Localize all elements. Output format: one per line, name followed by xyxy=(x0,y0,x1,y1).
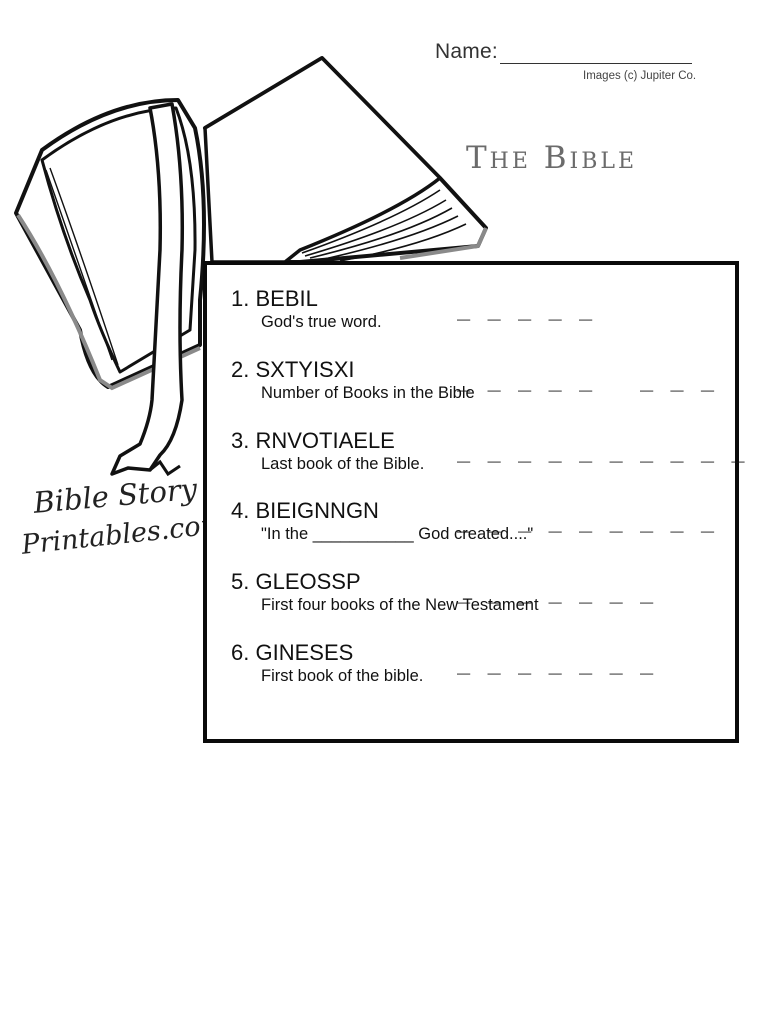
clue-text: First book of the bible. xyxy=(261,667,424,685)
book-right-page xyxy=(203,56,442,264)
book-left-page-lines xyxy=(45,167,119,366)
clue-text: God's true word. xyxy=(261,313,382,331)
scrambled-text: RNVOTIAELE xyxy=(255,428,395,453)
book-right-page-edges xyxy=(301,189,467,262)
book-left-cover-edge xyxy=(16,213,201,391)
item-number: 5. xyxy=(231,569,250,594)
page-title: The Bible xyxy=(466,140,638,176)
book-right-cover-edge xyxy=(399,227,488,260)
item-number: 3. xyxy=(231,428,250,453)
open-book-icon xyxy=(14,56,488,477)
scrambled-text: BEBIL xyxy=(255,286,318,311)
answer-blanks[interactable]: _ _ _ _ _ _ _ _ _ _ xyxy=(457,438,747,463)
scrambled-text: BIEIGNNGN xyxy=(255,498,379,523)
bookmark-ribbon-tail xyxy=(149,459,181,477)
clue-text: First four books of the New Testament xyxy=(261,596,539,614)
answer-blanks[interactable]: _ _ _ _ _ _ _ xyxy=(457,650,656,675)
item-number: 2. xyxy=(231,357,250,382)
scrambled-word: 4. BIEIGNNGN xyxy=(231,498,379,524)
scrambled-text: GLEOSSP xyxy=(255,569,361,594)
image-credit: Images (c) Jupiter Co. xyxy=(583,70,697,82)
answer-blanks[interactable]: _ _ _ _ _ _ _ _ _ xyxy=(457,508,717,533)
name-field[interactable]: Name: xyxy=(435,40,692,64)
scrambled-text: GINESES xyxy=(255,640,354,665)
scrambled-word: 6. GINESES xyxy=(231,640,353,666)
scrambled-word: 3. RNVOTIAELE xyxy=(231,428,395,454)
scrambled-word: 2. SXTYISXI xyxy=(231,357,355,383)
scrambled-text: SXTYISXI xyxy=(255,357,355,382)
scrambled-word: 1. BEBIL xyxy=(231,286,318,312)
answer-blanks[interactable]: _ _ _ _ _ _ _ _ xyxy=(457,367,717,392)
clue-text: Last book of the Bible. xyxy=(261,455,425,473)
name-label: Name: xyxy=(435,40,498,63)
clue-text: "In the ___________ God created...." xyxy=(261,525,534,543)
item-number: 1. xyxy=(231,286,250,311)
puzzle-box: 1. BEBIL God's true word. _ _ _ _ _ 2. S… xyxy=(203,261,745,743)
clue-text: Number of Books in the Bible xyxy=(261,384,475,402)
item-number: 4. xyxy=(231,498,250,523)
answer-blanks[interactable]: _ _ _ _ _ _ _ xyxy=(457,579,656,604)
scrambled-word: 5. GLEOSSP xyxy=(231,569,361,595)
item-number: 6. xyxy=(231,640,250,665)
answer-blanks[interactable]: _ _ _ _ _ xyxy=(457,296,595,321)
bookmark-ribbon xyxy=(110,102,185,476)
name-blank-line[interactable] xyxy=(499,43,692,64)
